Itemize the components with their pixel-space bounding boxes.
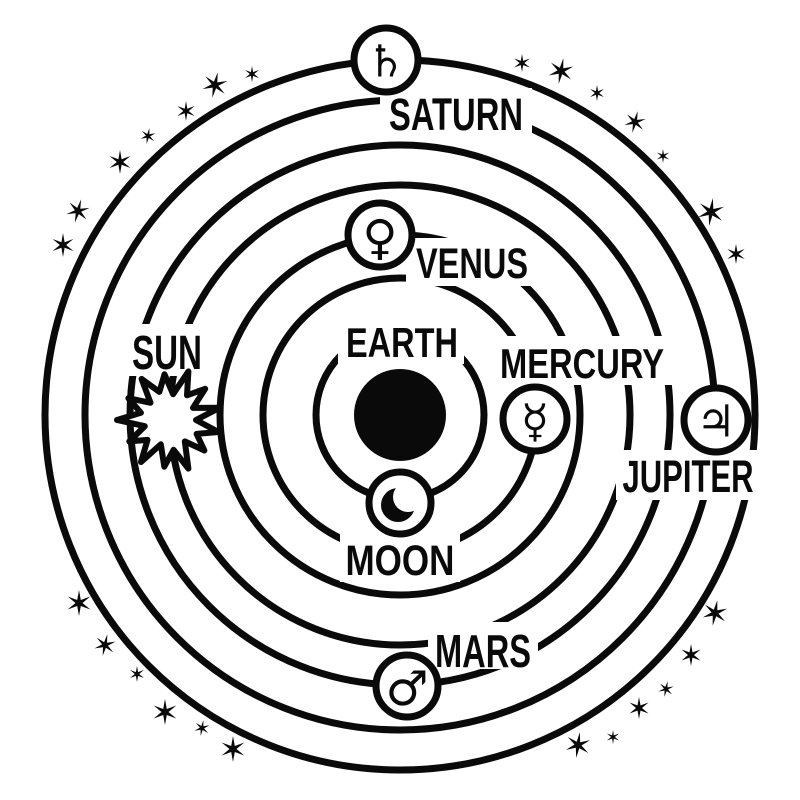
label-jupiter: JUPITER xyxy=(623,451,754,502)
labels-layer: SATURN VENUS EARTH MERCURY SUN MOON MARS JUPITE… xyxy=(132,89,754,677)
saturn-symbol-icon: ♄ xyxy=(366,37,405,88)
star-icon xyxy=(658,681,674,697)
star-icon xyxy=(52,233,74,257)
earth-circle xyxy=(354,369,446,461)
star-icon xyxy=(606,730,620,744)
star-icon xyxy=(67,590,91,616)
label-mask-mars xyxy=(428,622,538,669)
star-icon xyxy=(130,666,144,682)
star-icon xyxy=(590,85,604,101)
star-icon xyxy=(140,128,156,144)
label-venus: VENUS xyxy=(416,240,528,288)
label-earth: EARTH xyxy=(346,319,458,366)
star-icon xyxy=(548,58,574,84)
stars-layer xyxy=(52,54,745,762)
label-mask-saturn xyxy=(380,88,532,138)
label-sun: SUN xyxy=(132,327,202,380)
star-icon xyxy=(702,600,728,626)
label-mask-moon xyxy=(340,530,460,582)
venus-symbol-icon: ♀ xyxy=(362,210,397,266)
star-icon xyxy=(245,66,259,82)
mercury-symbol-icon: ☿ xyxy=(521,394,549,448)
badge-moon xyxy=(365,468,435,538)
star-icon xyxy=(194,720,210,736)
label-saturn: SATURN xyxy=(389,89,523,140)
saturn-badge-ring xyxy=(350,24,422,96)
star-icon xyxy=(514,54,530,72)
badge-venus: ♀ xyxy=(344,199,416,271)
crescent-moon-bite xyxy=(393,482,423,512)
star-icon xyxy=(624,111,646,133)
label-mask-mercury xyxy=(492,336,672,385)
star-icon xyxy=(565,732,591,758)
star-icon xyxy=(202,72,228,98)
star-icon xyxy=(698,198,724,226)
badge-jupiter: ♃ xyxy=(680,384,752,456)
badge-mercury: ☿ xyxy=(499,383,571,455)
label-background-layer xyxy=(126,88,760,669)
label-mars: MARS xyxy=(435,625,531,677)
badge-saturn: ♄ xyxy=(350,24,422,96)
jupiter-badge-ring xyxy=(680,384,752,456)
star-icon xyxy=(656,149,670,163)
star-icon xyxy=(727,244,745,264)
earth-layer xyxy=(354,369,446,461)
label-mask-sun xyxy=(126,324,208,376)
label-mask-earth xyxy=(338,316,464,364)
jupiter-symbol-icon: ♃ xyxy=(696,397,735,448)
label-mask-jupiter xyxy=(616,450,760,500)
star-icon xyxy=(681,644,701,666)
sun-icon xyxy=(114,368,223,472)
mars-symbol-icon: ♂ xyxy=(385,661,428,717)
badge-mars: ♂ xyxy=(372,651,442,721)
label-mercury: MERCURY xyxy=(500,340,664,387)
star-icon xyxy=(153,699,177,725)
venus-badge-ring xyxy=(344,199,416,271)
star-icon xyxy=(177,101,195,121)
label-mask-venus xyxy=(406,238,536,286)
star-icon xyxy=(94,634,116,656)
star-icon xyxy=(629,697,649,719)
star-icon xyxy=(109,150,131,174)
mercury-badge-ring xyxy=(499,383,571,455)
star-icon xyxy=(221,736,245,762)
mars-badge-ring xyxy=(372,651,442,721)
sun-layer xyxy=(114,368,223,472)
label-moon: MOON xyxy=(346,537,455,585)
star-icon xyxy=(66,199,90,223)
planet-badges-layer: ♄ ♀ ☿ ♃ ♂ xyxy=(344,24,752,721)
